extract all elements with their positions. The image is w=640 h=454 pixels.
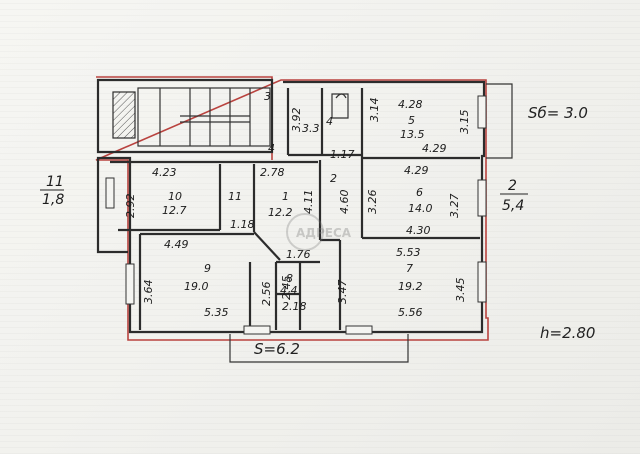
label-balcony-area: Sб= 3.0: [528, 104, 588, 122]
dim-r1-bottom: 1.76: [286, 248, 311, 261]
dim-r7-bottom: 5.56: [398, 306, 423, 319]
dim-r10-side: 2.92: [124, 194, 137, 219]
dim-r6-top: 4.29: [404, 164, 429, 177]
dim-r7-left: 3.47: [336, 280, 349, 305]
dim-r2-side: 4.60: [338, 190, 351, 215]
outer-wall: [96, 78, 274, 154]
dim-r9-top: 4.49: [164, 238, 189, 251]
label-ceiling-height: h=2.80: [540, 324, 595, 342]
dim-r3-height: 3.3: [302, 122, 320, 135]
label-right-room-area: 5,4: [502, 198, 524, 214]
label-bottom-balcony-area: S=6.2: [254, 340, 300, 358]
label-r6-area: 14.0: [408, 202, 433, 215]
label-r10-num: 10: [168, 190, 182, 203]
dim-r5-bottom: 4.29: [422, 142, 447, 155]
label-r8-num: 8: [286, 272, 293, 285]
interior-walls: [110, 88, 480, 330]
bath-fixture: [331, 93, 349, 119]
dim-r1-side: 4.11: [302, 190, 315, 215]
dim-corridor-117: 1.17: [330, 148, 355, 161]
windows: [105, 95, 487, 335]
watermark-logo: [286, 213, 324, 251]
staircase: [137, 87, 271, 147]
label-r2: 2: [330, 172, 337, 185]
dim-r6-bottom: 4.30: [406, 224, 431, 237]
label-r11: 11: [228, 190, 242, 203]
dim-r5-side: 3.15: [458, 110, 471, 135]
label-r9-num: 9: [204, 262, 211, 275]
label-r5-num: 5: [408, 114, 415, 127]
dim-r5-top: 4.28: [398, 98, 423, 111]
label-r4: 4: [326, 115, 333, 128]
dim-r8-side: 2.45: [280, 276, 293, 301]
dim-r1-top: 2.78: [260, 166, 285, 179]
label-r1-area: 12.2: [268, 206, 293, 219]
dim-r10-top: 4.23: [152, 166, 177, 179]
dim-top-mid: 3.14: [368, 98, 381, 123]
label-left-room-area: 1,8: [42, 192, 64, 208]
label-r9-area: 19.0: [184, 280, 209, 293]
dim-r11: 1.18: [230, 218, 255, 231]
label-3: 3: [264, 90, 271, 103]
label-r10-area: 12.7: [162, 204, 187, 217]
dim-r6-right: 3.27: [448, 194, 461, 219]
dim-r9-bottom: 5.35: [204, 306, 229, 319]
label-r7-area: 19.2: [398, 280, 423, 293]
label-r4-side: 4: [268, 142, 275, 155]
watermark-text: АДРЕСА: [296, 226, 352, 240]
dim-r6-left: 3.26: [366, 190, 379, 215]
stair-wall-left: [112, 91, 136, 139]
label-r1-num: 1: [282, 190, 289, 203]
label-r7-num: 7: [406, 262, 413, 275]
dim-r8-bottom: 2.18: [282, 300, 307, 313]
dim-r9-side: 3.64: [142, 280, 155, 305]
label-right-room-num: 2: [508, 178, 517, 194]
label-left-room-num: 11: [46, 174, 64, 190]
label-r5-area: 13.5: [400, 128, 425, 141]
label-r6-num: 6: [416, 186, 423, 199]
dim-r3-width: 3.92: [290, 108, 303, 133]
dim-r7-right: 3.45: [454, 278, 467, 303]
dim-corridor-256: 2.56: [260, 282, 273, 307]
balcony-right: [486, 83, 513, 159]
balcony-bottom: [229, 334, 409, 363]
label-r8-area: 4.4: [280, 284, 298, 297]
dim-r7-top: 5.53: [396, 246, 421, 259]
